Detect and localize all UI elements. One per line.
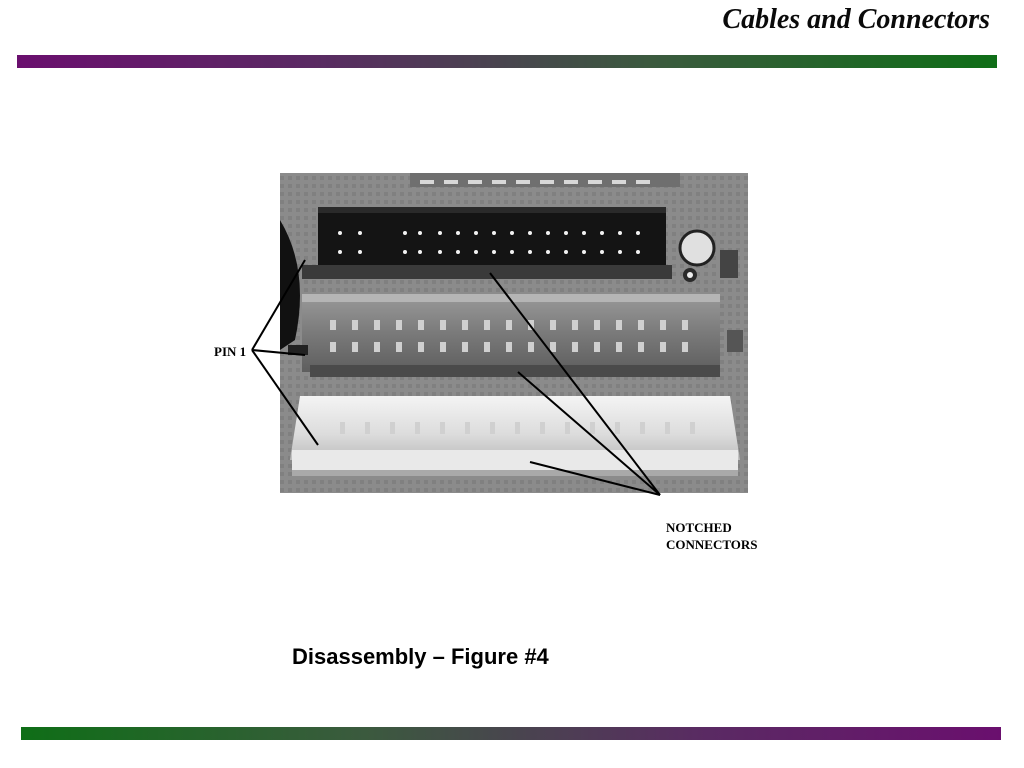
bottom-divider-bar — [21, 727, 1001, 740]
motherboard-photo — [280, 173, 748, 493]
top-divider-bar — [17, 55, 997, 68]
notched-label-line2: CONNECTORS — [666, 537, 758, 552]
slide-title: Cables and Connectors — [722, 4, 990, 35]
figure-caption: Disassembly – Figure #4 — [292, 644, 549, 669]
notched-label-line1: NOTCHED — [666, 520, 732, 535]
pin-1-label: PIN 1 — [214, 344, 246, 359]
connector-figure: PIN 1 NOTCHED CONNECTORS — [214, 173, 758, 552]
annotation-lines — [251, 259, 661, 496]
